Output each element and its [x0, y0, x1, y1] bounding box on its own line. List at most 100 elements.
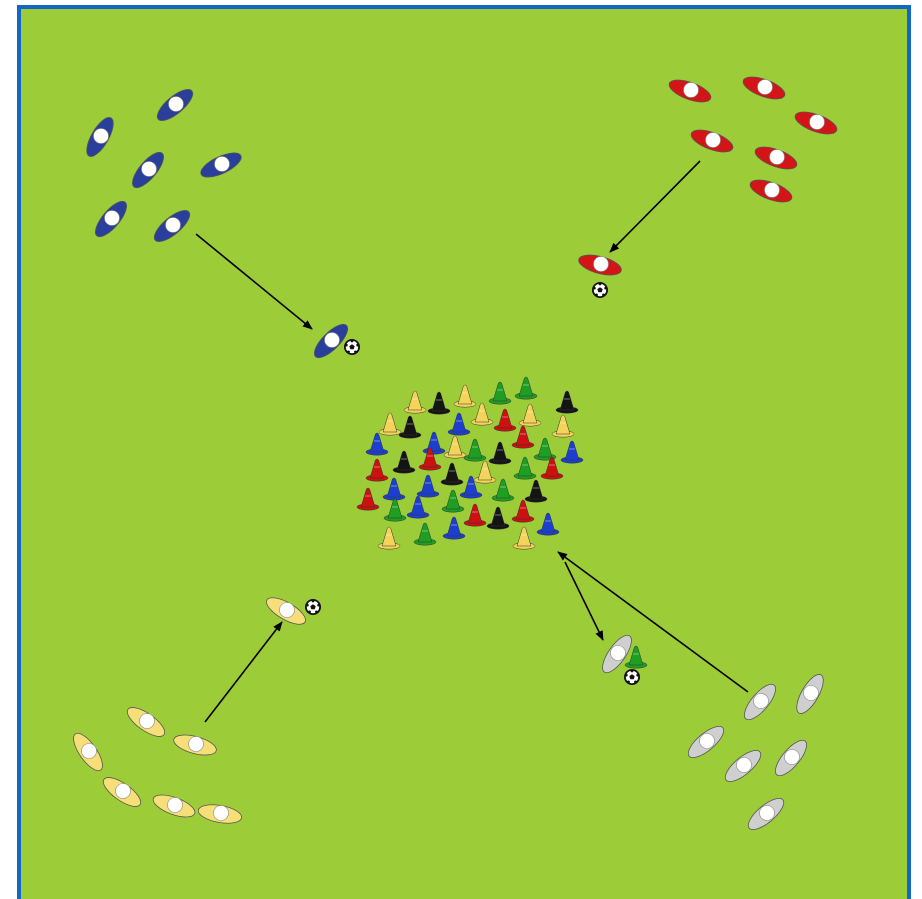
- player-head: [764, 182, 780, 198]
- central-cone-pile: [356, 376, 648, 669]
- cone-red: [418, 447, 442, 471]
- cone-blue: [416, 474, 440, 498]
- player-blue-3: [132, 151, 164, 189]
- player-grey-5: [724, 750, 762, 782]
- cone-yellow: [378, 412, 402, 436]
- cone-yellow: [377, 526, 401, 550]
- balls-layer: [305, 282, 640, 685]
- cone-blue: [406, 495, 430, 519]
- player-red-5: [754, 146, 798, 170]
- player-blue-2: [156, 89, 194, 121]
- player-head: [214, 156, 230, 172]
- player-head: [699, 733, 715, 749]
- cone-green: [513, 456, 537, 480]
- player-red-6: [749, 179, 793, 203]
- player-red-7: [578, 254, 622, 276]
- cone-yellow: [470, 402, 494, 426]
- player-head: [188, 736, 204, 752]
- cone-blue: [536, 512, 560, 536]
- player-head: [213, 805, 229, 821]
- cone-black: [488, 441, 512, 465]
- movement-arrows: [195, 160, 749, 723]
- cone-black: [440, 462, 464, 486]
- player-yellow-6: [197, 804, 243, 824]
- cone-green: [463, 438, 487, 462]
- soccer-ball-icon: [624, 669, 640, 685]
- cone-blue: [365, 432, 389, 456]
- cone-red: [540, 456, 564, 480]
- player-yellow-2: [173, 734, 217, 756]
- player-head: [279, 602, 295, 618]
- cone-black: [555, 390, 579, 414]
- player-head: [759, 805, 775, 821]
- players-layer: [73, 76, 838, 830]
- cone-green: [488, 381, 512, 405]
- cone-red: [511, 425, 535, 449]
- player-head: [753, 693, 769, 709]
- player-head: [736, 757, 752, 773]
- player-blue-6: [153, 210, 191, 242]
- player-head: [610, 645, 626, 661]
- cone-yellow: [518, 403, 542, 427]
- cone-yellow: [403, 390, 427, 414]
- cone-red: [511, 499, 535, 523]
- player-blue-7: [313, 323, 349, 359]
- player-head: [165, 217, 181, 233]
- cone-green: [441, 489, 465, 513]
- player-head: [168, 96, 184, 112]
- player-red-4: [690, 129, 734, 153]
- movement-arrow-2: [609, 160, 701, 253]
- cone-red: [356, 487, 380, 511]
- player-yellow-7: [266, 597, 306, 625]
- cone-red: [365, 458, 389, 482]
- movement-arrow-3: [204, 621, 283, 723]
- cone-yellow: [453, 384, 477, 408]
- player-head: [81, 743, 97, 759]
- cone-black: [524, 479, 548, 503]
- player-grey-7: [602, 634, 632, 674]
- player-yellow-3: [73, 732, 103, 772]
- player-head: [705, 132, 721, 148]
- player-head: [93, 128, 109, 144]
- cone-black: [427, 391, 451, 415]
- cone-red: [493, 408, 517, 432]
- cone-blue: [447, 412, 471, 436]
- player-head: [324, 332, 340, 348]
- player-grey-2: [744, 683, 776, 721]
- soccer-ball-icon: [305, 599, 321, 615]
- cone-blue: [459, 475, 483, 499]
- player-head: [683, 82, 699, 98]
- player-red-3: [794, 111, 838, 135]
- player-grey-1: [796, 674, 824, 714]
- player-head: [141, 161, 157, 177]
- player-head: [769, 149, 785, 165]
- cone-green: [413, 522, 437, 546]
- player-head: [809, 114, 825, 130]
- cone-yellow: [473, 460, 497, 484]
- player-head: [784, 749, 800, 765]
- movement-arrow-5: [564, 561, 604, 641]
- player-yellow-4: [102, 777, 142, 807]
- player-head: [167, 797, 183, 813]
- cone-black: [398, 415, 422, 439]
- cone-green: [624, 645, 648, 669]
- player-head: [104, 210, 120, 226]
- player-grey-6: [747, 798, 785, 830]
- player-blue-4: [200, 152, 242, 178]
- player-yellow-1: [126, 707, 166, 737]
- player-blue-1: [86, 117, 114, 157]
- player-blue-5: [95, 200, 127, 238]
- cone-blue: [382, 477, 406, 501]
- player-red-1: [668, 79, 712, 103]
- movement-arrow-4: [557, 551, 749, 693]
- cone-blue: [560, 440, 584, 464]
- player-head: [115, 783, 131, 799]
- cone-yellow: [443, 435, 467, 459]
- player-grey-3: [687, 726, 725, 758]
- player-grey-4: [775, 739, 807, 777]
- cone-black: [486, 506, 510, 530]
- player-yellow-5: [152, 794, 196, 818]
- movement-arrow-1: [195, 233, 313, 330]
- cone-yellow: [512, 526, 536, 550]
